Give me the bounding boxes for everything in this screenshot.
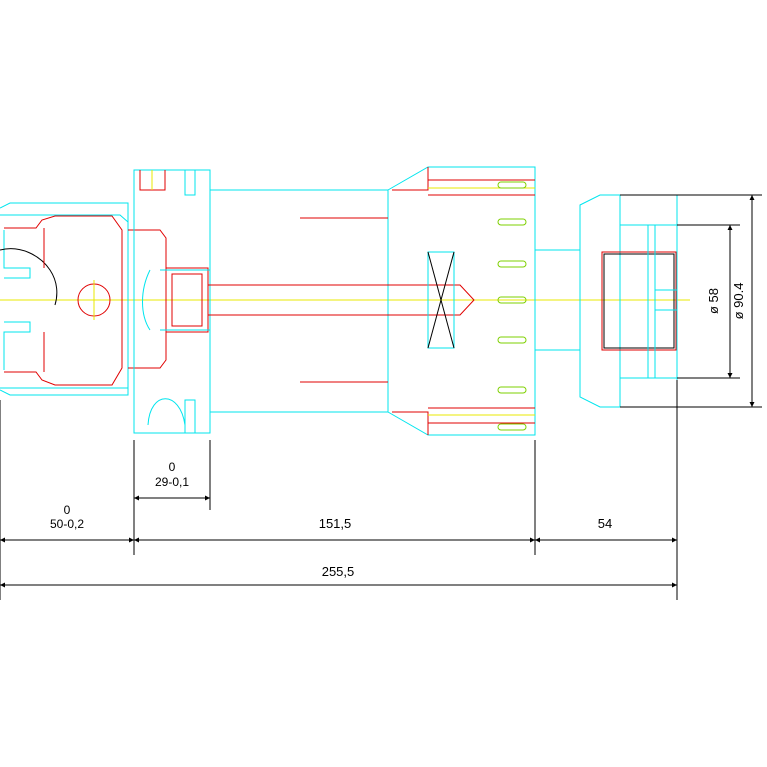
clamping-head: [387, 166, 536, 436]
hsk-shank: [0, 202, 167, 396]
dimension-labels: 0 29-0,1 0 50-0,2 151,5 54 255,5 ø 58 ø …: [50, 283, 746, 579]
dimensioning: [0, 194, 762, 600]
main-body: [208, 189, 475, 413]
flange-dim-lower: 29-0,1: [155, 475, 189, 489]
total-dim: 255,5: [322, 564, 355, 579]
body-dim: 151,5: [319, 516, 352, 531]
inner-diameter-dim: ø 58: [706, 288, 721, 314]
flange-dim-upper: 0: [169, 460, 176, 474]
slot-marks: [497, 181, 527, 431]
shank-dim-upper: 0: [64, 503, 71, 517]
tool-nose: [535, 194, 678, 408]
flange: [133, 169, 211, 434]
shank-dim-lower: 50-0,2: [50, 517, 84, 531]
nose-dim: 54: [598, 516, 612, 531]
outer-diameter-dim: ø 90.4: [731, 283, 746, 320]
